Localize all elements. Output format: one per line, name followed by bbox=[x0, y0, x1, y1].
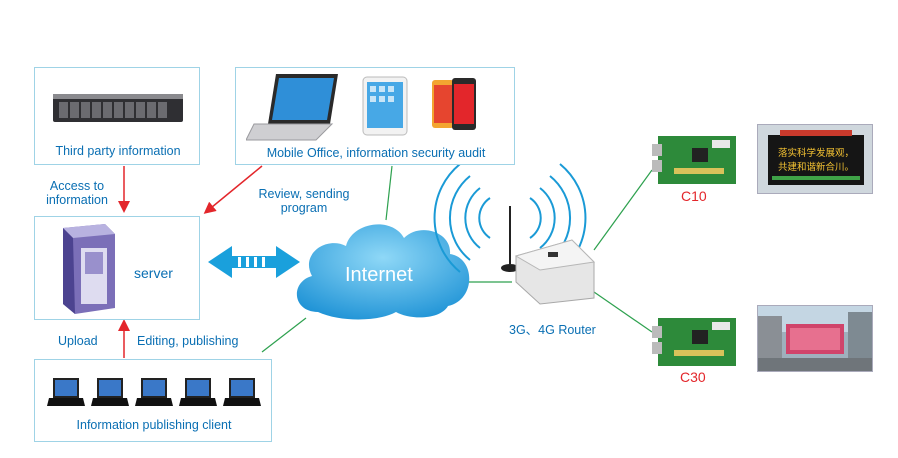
laptop-icon bbox=[91, 378, 129, 406]
c30-label: C30 bbox=[680, 369, 706, 385]
tablet-icon bbox=[362, 76, 408, 136]
arrow-mobile-to-server bbox=[203, 165, 263, 214]
wireless-signal-icon bbox=[433, 163, 587, 273]
led-line-1: 落实科学发展观， bbox=[777, 148, 854, 159]
controller-board-icon bbox=[652, 318, 736, 366]
c10-label: C10 bbox=[681, 188, 707, 204]
laptop-icon bbox=[135, 378, 173, 406]
internet-label: Internet bbox=[345, 264, 413, 286]
double-arrow-icon bbox=[208, 246, 300, 278]
controller-board-icon bbox=[652, 136, 736, 184]
laptop-icon bbox=[223, 378, 261, 406]
line-client-to-internet bbox=[261, 317, 307, 353]
smartphone-icon bbox=[432, 78, 476, 130]
editing-label: Editing, publishing bbox=[137, 334, 239, 348]
internet-cloud-icon bbox=[296, 224, 470, 320]
access-label: Access to information bbox=[46, 179, 108, 207]
server-panel: server bbox=[34, 216, 200, 320]
server-tower-icon bbox=[63, 224, 115, 314]
line-router-to-c10 bbox=[593, 169, 653, 251]
review-label: Review, sending program bbox=[258, 187, 350, 215]
mobile-office-panel: Mobile Office, information security audi… bbox=[235, 67, 515, 165]
third-party-label: Third party information bbox=[55, 144, 181, 158]
led-line-2: 共建和谐新合川。 bbox=[777, 162, 854, 173]
router-label: 3G、4G Router bbox=[509, 323, 596, 337]
mobile-office-label: Mobile Office, information security audi… bbox=[266, 146, 486, 160]
line-mobile-to-internet bbox=[385, 165, 393, 221]
line-router-to-c30 bbox=[593, 291, 653, 333]
laptop-icon bbox=[246, 74, 338, 141]
upload-label: Upload bbox=[58, 334, 98, 348]
router-icon bbox=[514, 239, 596, 305]
outdoor-display-photo bbox=[757, 305, 873, 372]
publishing-client-label: Information publishing client bbox=[76, 418, 232, 432]
laptop-icon bbox=[47, 378, 85, 406]
laptop-row bbox=[47, 378, 261, 408]
publishing-client-panel: Information publishing client bbox=[34, 359, 272, 442]
server-label: server bbox=[134, 265, 173, 281]
third-party-panel: Third party information bbox=[34, 67, 200, 165]
led-display-text: 落实科学发展观， 共建和谐新合川。 bbox=[757, 124, 873, 194]
laptop-icon bbox=[179, 378, 217, 406]
rack-server-icon bbox=[53, 94, 183, 122]
